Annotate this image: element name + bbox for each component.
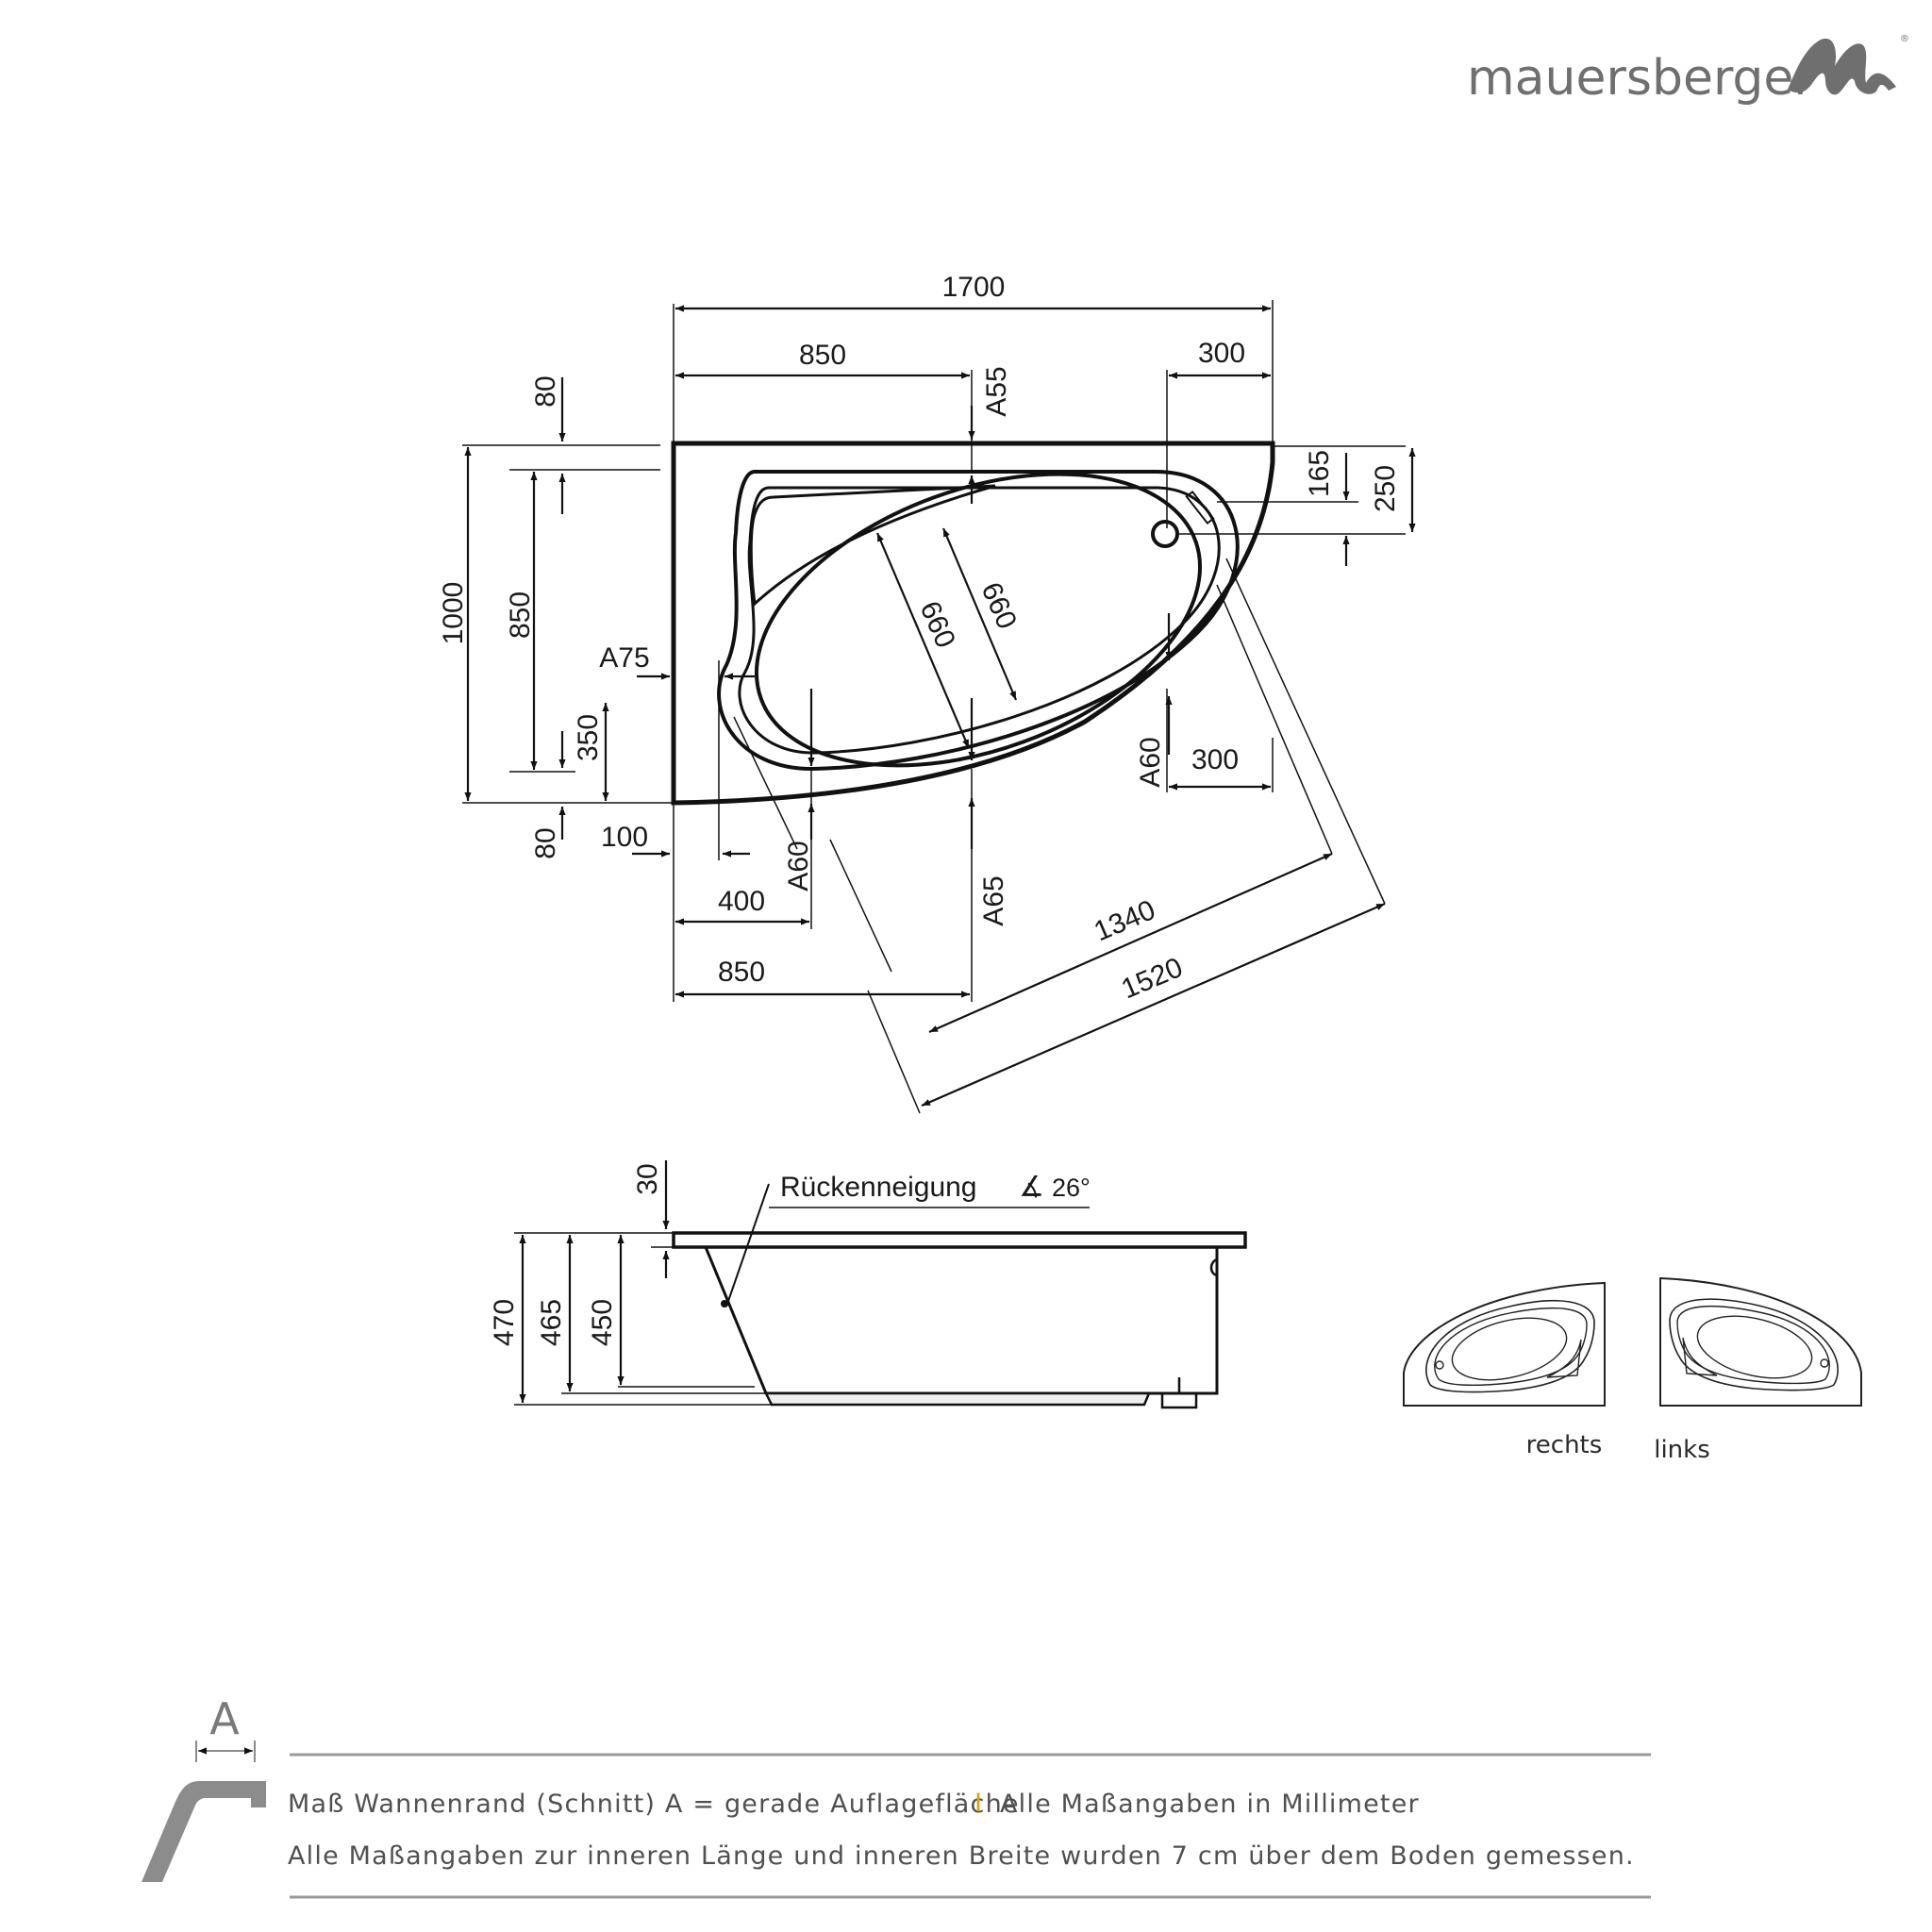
variant-right-label: rechts xyxy=(1526,1431,1603,1459)
overflow-bump xyxy=(1209,1257,1218,1277)
rim-section-icon xyxy=(142,1781,266,1882)
footer-separator: I xyxy=(974,1789,982,1818)
dimension-lines xyxy=(464,305,1416,1108)
thumb-left-outline xyxy=(1659,1276,1862,1407)
brand-logo: mauersberger ® xyxy=(1467,34,1909,107)
dim-660-b: 660 xyxy=(974,578,1023,634)
dim-a75: A75 xyxy=(599,642,649,674)
angle-icon: ∡ xyxy=(1019,1172,1044,1203)
dim-350: 350 xyxy=(573,714,604,761)
dim-660-a: 660 xyxy=(913,597,961,653)
plan-view-labels: 1700 850 300 A55 80 1000 850 A75 350 80 … xyxy=(438,272,1401,1005)
footer-line1-b: Alle Maßangaben in Millimeter xyxy=(1000,1790,1420,1819)
brand-mark-icon xyxy=(1788,38,1896,95)
dim-470: 470 xyxy=(489,1299,520,1346)
dim-a60-left: A60 xyxy=(783,841,814,891)
dim-1520: 1520 xyxy=(1117,952,1187,1005)
side-view xyxy=(514,1160,1247,1409)
dim-400: 400 xyxy=(718,886,765,917)
dim-850-bottom: 850 xyxy=(718,957,765,988)
dim-30: 30 xyxy=(632,1163,663,1194)
side-view-labels: 470 465 450 30 Rückenneigung ∡ 26° xyxy=(489,1163,1091,1346)
dim-850-top: 850 xyxy=(799,340,846,371)
dim-1700: 1700 xyxy=(942,272,1006,303)
dim-a55: A55 xyxy=(981,366,1012,416)
dim-80-bottom: 80 xyxy=(530,827,561,858)
dim-850-left: 850 xyxy=(505,591,536,639)
plan-view xyxy=(462,300,1416,1114)
drain-outlet xyxy=(1160,1377,1198,1409)
footer-line1-a: Maß Wannenrand (Schnitt) A = gerade Aufl… xyxy=(288,1790,1020,1819)
rim-profile xyxy=(672,1231,1247,1249)
dim-300-top: 300 xyxy=(1198,338,1245,369)
extension-lines xyxy=(462,300,1406,1114)
registered-mark: ® xyxy=(1900,34,1909,44)
back-angle-label: Rückenneigung xyxy=(780,1172,977,1203)
variant-right xyxy=(1403,1281,1606,1407)
bath-floor xyxy=(754,472,1203,768)
overflow-icon xyxy=(1185,490,1215,525)
headrest xyxy=(749,484,996,608)
footer-line2: Alle Maßangaben zur inneren Länge und in… xyxy=(288,1841,1635,1871)
dim-300-right: 300 xyxy=(1191,744,1239,775)
legend-a-label: A xyxy=(209,1693,240,1744)
back-angle-value: 26° xyxy=(1052,1174,1091,1202)
dim-165: 165 xyxy=(1304,450,1335,497)
variant-left xyxy=(1659,1276,1862,1407)
dim-80-top: 80 xyxy=(530,375,561,407)
dim-100: 100 xyxy=(601,822,648,853)
rim-section-legend: A xyxy=(142,1693,266,1882)
variant-left-label: links xyxy=(1654,1436,1710,1464)
tub-feet xyxy=(763,1391,1151,1407)
brand-name: mauersberger xyxy=(1467,50,1814,107)
drain-icon xyxy=(1151,520,1179,548)
dim-250: 250 xyxy=(1370,465,1401,512)
dim-a65: A65 xyxy=(978,875,1009,925)
dim-1000: 1000 xyxy=(438,582,469,645)
dim-450: 450 xyxy=(587,1299,618,1346)
rim-edge xyxy=(717,470,1240,772)
dim-465: 465 xyxy=(536,1299,567,1346)
thumb-right-outline xyxy=(1403,1281,1606,1407)
dim-a60-right: A60 xyxy=(1135,737,1166,787)
tub-profile xyxy=(704,1246,1219,1395)
dim-1340: 1340 xyxy=(1090,894,1159,947)
